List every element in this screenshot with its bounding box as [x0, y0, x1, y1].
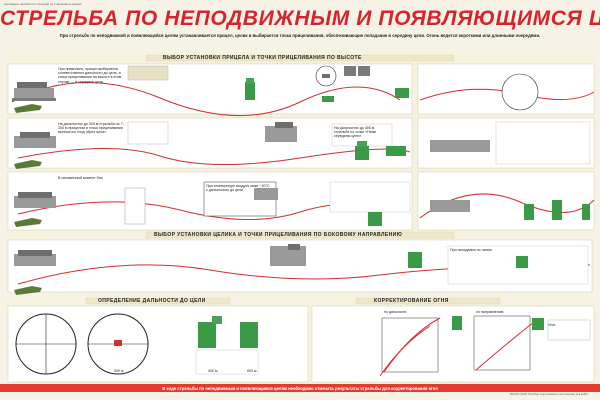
- note-7: Угол: [548, 323, 556, 327]
- note-3: На дальностях до 400 м стрельба по точке…: [334, 126, 377, 139]
- bottom-text: В ходе стрельбы по неподвижным и появляю…: [162, 385, 438, 391]
- row-2: [7, 117, 413, 169]
- row-1: [7, 63, 413, 117]
- section-range: ОПРЕДЕЛЕНИЕ ДАЛЬНОСТИ ДО ЦЕЛИ: [98, 298, 206, 304]
- range-label-3: 600 м: [247, 369, 257, 373]
- range-label-2: 400 м: [208, 369, 218, 373]
- note-5: При температуре воздуха ниже −20°С с дал…: [206, 184, 270, 193]
- range-label-1: 300 м: [114, 369, 124, 373]
- bottom-strip: [0, 384, 600, 392]
- correction-label-distance: по дальности: [384, 310, 407, 314]
- note-6: При попадании по линии: [450, 248, 492, 252]
- note-2: На дальностях до 300 м стрельба по 7-300…: [58, 122, 124, 135]
- section-bar-sight: [145, 54, 455, 62]
- page-title: СТРЕЛЬБА ПО НЕПОДВИЖНЫМ И ПОЯВЛЯЮЩИМСЯ Ц…: [0, 7, 600, 30]
- correction-panel: [311, 297, 595, 383]
- intro-text: При стрельбе по неподвижной и появляющей…: [59, 33, 541, 38]
- section-lateral: ВЫБОР УСТАНОВКИ ЦЕЛИКА И ТОЧКИ ПРИЦЕЛИВА…: [154, 232, 403, 238]
- section-sight-selection: ВЫБОР УСТАНОВКИ ПРИЦЕЛА И ТОЧКИ ПРИЦЕЛИВ…: [163, 55, 362, 61]
- right-diagrams: [417, 63, 595, 231]
- imprint: ВИ МО СССР. Пособие подготовлено и изгот…: [510, 393, 588, 396]
- row-4: [7, 231, 593, 293]
- note-1: При правильно, прицел выбирается соответ…: [58, 67, 122, 84]
- correction-label-direction: по направлению: [476, 310, 504, 314]
- soldier-icons: [14, 104, 42, 295]
- range-panel: [7, 297, 309, 383]
- row-3: [7, 171, 413, 231]
- top-note: Наглядное пособие по стрельбе из стрелко…: [4, 2, 82, 6]
- note-4: В неизменный момент боя: [58, 176, 103, 180]
- section-correction: КОРРЕКТИРОВАНИЕ ОГНЯ: [374, 298, 449, 304]
